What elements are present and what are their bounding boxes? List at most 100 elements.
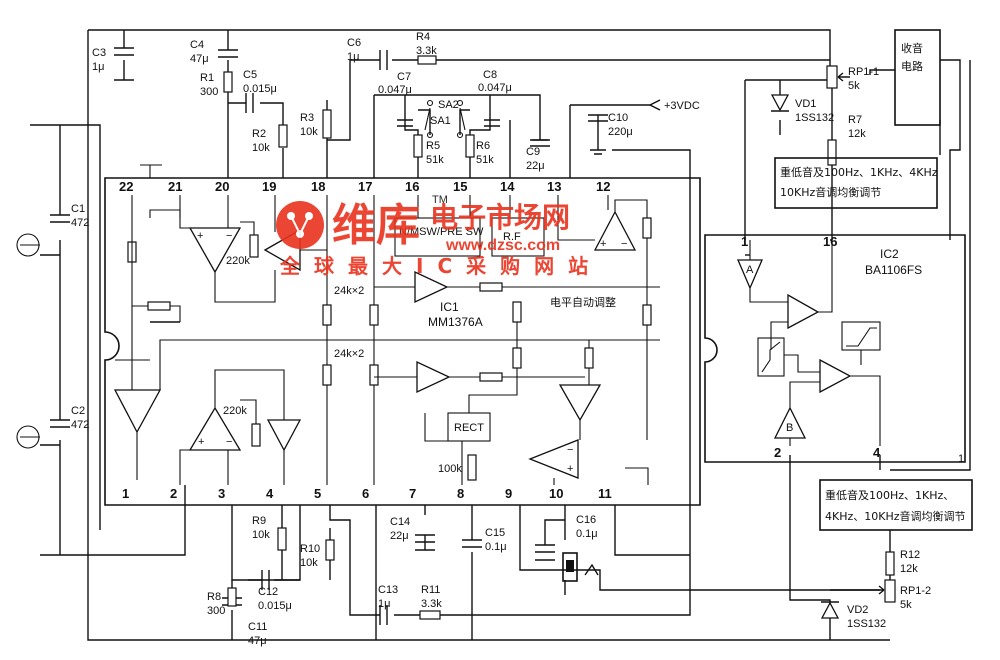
label-r4: R4 — [416, 31, 430, 43]
label-sa1: SA1 — [430, 115, 451, 127]
watermark-url: www.dzsc.com — [445, 237, 560, 254]
label-c11: C11 — [248, 621, 267, 633]
value-c13: 1μ — [378, 598, 390, 610]
switch-sa2[interactable] — [456, 99, 466, 139]
ic1-pin-9: 9 — [505, 486, 512, 501]
value-rp1-1: 5k — [848, 80, 860, 92]
value-c10: 220μ — [608, 126, 633, 138]
watermark-slogan: 全球最大IC采购网站 — [279, 254, 602, 278]
value-r12: 12k — [900, 563, 918, 575]
potentiometer-rp1-1 — [826, 65, 850, 89]
ic1-res-h3 — [479, 372, 503, 382]
ic1-pin-6: 6 — [362, 486, 369, 501]
value-c4: 47μ — [190, 53, 209, 65]
ic1-pin-8: 8 — [457, 486, 464, 501]
value-r10: 10k — [300, 557, 318, 569]
ic2-name: IC2 — [880, 247, 899, 261]
label-c4: C4 — [190, 39, 204, 51]
label-r11: R11 — [421, 584, 440, 596]
ic1-res-220k-top — [249, 234, 259, 258]
value-c8: 0.047μ — [478, 82, 512, 94]
value-c14: 22μ — [390, 530, 409, 542]
ic1-rf-block — [491, 217, 545, 257]
label-c9: C9 — [526, 146, 540, 158]
ic1-body — [104, 177, 701, 506]
resistor-symbols — [223, 55, 895, 620]
ic1-pin-14: 14 — [500, 179, 515, 194]
ic1-pins-bottom: 1 2 3 4 5 6 7 8 9 10 11 — [122, 486, 612, 501]
value-vd1: 1SS132 — [795, 112, 834, 124]
value-r5: 51k — [426, 154, 444, 166]
eq-note-top-line2: 10KHz音调均衡调节 — [780, 185, 881, 199]
ic1-rect-label: RECT — [454, 422, 484, 434]
ic1-pin-13: 13 — [547, 179, 561, 194]
ic1-buffer-4 — [266, 419, 302, 452]
ic1-opamp-21 — [188, 227, 242, 274]
ic1-pin-18: 18 — [311, 179, 325, 194]
ic1-pin-17: 17 — [358, 179, 372, 194]
label-r7: R7 — [848, 114, 862, 126]
ic1-res-24k-bot-label: 24k×2 — [334, 348, 364, 360]
label-rp1-2: RP1-2 — [900, 585, 931, 597]
value-c6: 1μ — [347, 51, 359, 63]
ic1-res-220k-top-label: 220k — [226, 255, 250, 267]
label-r8: R8 — [207, 591, 221, 603]
input-jack-left — [16, 233, 40, 449]
watermark: 维库 电子市场网 TM www.dzsc.com 全球最大IC采购网站 — [276, 194, 602, 278]
label-vd2: VD2 — [847, 604, 868, 616]
value-c1: 472 — [71, 217, 89, 229]
ic1-pin-15: 15 — [453, 179, 467, 194]
value-c5: 0.015μ — [243, 83, 277, 95]
value-c7: 0.047μ — [378, 84, 412, 96]
value-vd2: 1SS132 — [847, 618, 886, 630]
value-r4: 3.3k — [416, 45, 437, 57]
ic2-pin-4: 4 — [873, 445, 881, 460]
ic1-res-bot-a — [322, 364, 332, 386]
label-c6: C6 — [347, 37, 361, 49]
ic1-res-top-a — [322, 304, 332, 326]
label-sa2: SA2 — [438, 99, 459, 111]
label-c14: C14 — [390, 516, 410, 528]
ic1-res-24k-top-label: 24k×2 — [334, 285, 364, 297]
label-c16: C16 — [576, 514, 596, 526]
output-jack — [562, 552, 599, 582]
plus-sign: + — [567, 463, 573, 475]
plus-sign: + — [197, 230, 203, 242]
plus-sign: + — [198, 436, 204, 448]
value-r1: 300 — [200, 86, 218, 98]
value-c2: 472 — [71, 419, 89, 431]
ic1-rf-label: R.F — [503, 231, 521, 243]
ground-symbols — [114, 79, 606, 561]
minus-sign: − — [226, 436, 232, 448]
ic2-pin-1: 1 — [741, 234, 748, 249]
value-c9: 22μ — [526, 160, 545, 172]
ic1-pin-5: 5 — [314, 486, 321, 501]
value-r7: 12k — [848, 128, 866, 140]
ic1-switch-label: N/MSW/PRE SW — [399, 226, 484, 238]
ic1-pin-16: 16 — [405, 179, 419, 194]
component-labels: C1 472 C2 472 C3 1μ C4 47μ R1 300 C5 0.0… — [71, 31, 931, 647]
label-c3: C3 — [92, 47, 106, 59]
ic1-res-220k-bot — [251, 423, 261, 447]
switch-sa1[interactable] — [424, 99, 434, 139]
eq-note-top-box — [774, 157, 938, 209]
eq-note-bottom-line2: 4KHz、10KHz音调均衡调节 — [825, 509, 966, 523]
ic1-res-v5 — [642, 217, 652, 239]
label-r100k: 100k — [438, 463, 462, 475]
value-r8: 300 — [207, 605, 225, 617]
value-c16: 0.1μ — [576, 528, 598, 540]
value-r3: 10k — [300, 126, 318, 138]
label-c13: C13 — [378, 584, 398, 596]
label-c7: C7 — [397, 71, 411, 83]
label-r1: R1 — [200, 72, 214, 84]
ic1-opamp-3 — [188, 406, 242, 451]
supply-arrow — [649, 99, 661, 111]
capacitor-symbols — [50, 47, 608, 625]
ic1-opamp-mid — [558, 384, 602, 422]
radio-circuit-line1: 收音 — [901, 41, 923, 55]
value-r11: 3.3k — [421, 598, 442, 610]
ic1-pin-3: 3 — [218, 486, 225, 501]
ic1-pin-10: 10 — [549, 486, 563, 501]
ic1-pin-20: 20 — [215, 179, 229, 194]
ic1-opamp-10 — [528, 439, 579, 479]
